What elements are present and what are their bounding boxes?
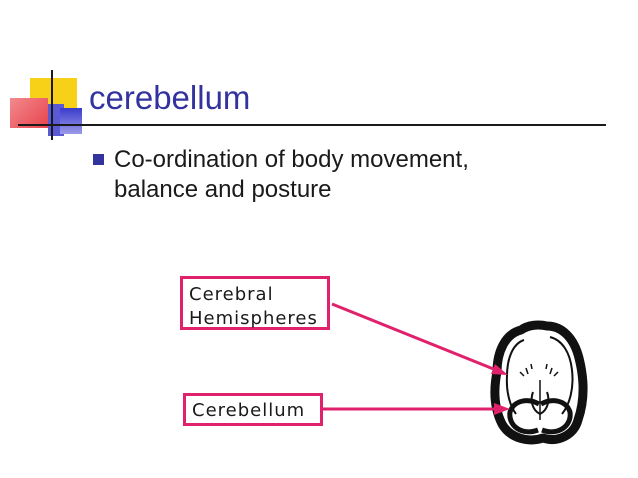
brain-illustration (495, 325, 583, 440)
cerebral-hemispheres-label: Cerebral Hemispheres (180, 276, 330, 330)
cerebellum-left-lobe (510, 401, 539, 432)
cerebellum-right-lobe (541, 401, 570, 432)
cerebellum-label-text: Cerebellum (192, 400, 305, 421)
hemispheres-pointer-line (332, 304, 496, 370)
hemispheres-label-line-1: Cerebral (189, 283, 327, 307)
brain-folds (520, 364, 558, 376)
hemispheres-label-line-2: Hemispheres (189, 307, 327, 331)
cerebellum-label: Cerebellum (183, 393, 323, 426)
